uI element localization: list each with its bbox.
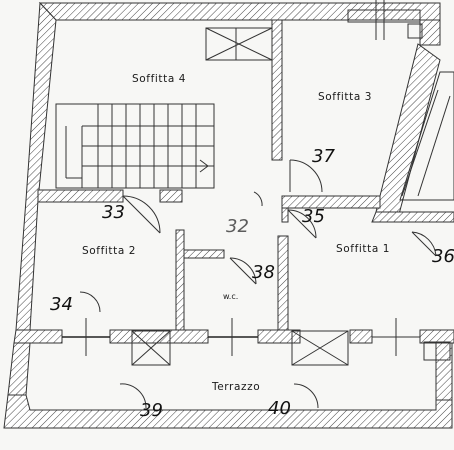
wall-right-top <box>419 19 441 46</box>
photo-point-35: 35 <box>302 206 325 227</box>
top-right-window <box>347 0 423 40</box>
wall-soffitta3-bottom <box>281 195 381 209</box>
photo-point-40: 40 <box>268 398 291 419</box>
label-soffitta-1: Soffitta 1 <box>336 243 390 255</box>
top-window-frame <box>205 27 273 61</box>
wall-attic-bottom-far <box>349 329 373 344</box>
window-soffitta2 <box>131 330 171 366</box>
viewpoint-marks <box>79 291 319 409</box>
wall-stairs-bottom <box>159 189 183 203</box>
bottom-windows <box>62 318 451 366</box>
wall-attic-bottom-left <box>13 329 63 344</box>
wall-right-lower <box>371 211 454 223</box>
window-right-small <box>423 341 451 361</box>
wall-soffitta4-bottom <box>37 189 124 203</box>
staircase <box>55 103 215 189</box>
photo-point-34: 34 <box>50 294 73 315</box>
photo-point-37: 37 <box>312 146 335 167</box>
label-soffitta-4: Soffitta 4 <box>132 73 186 85</box>
wall-wc-right <box>277 235 289 331</box>
label-soffitta-2: Soffitta 2 <box>82 245 136 257</box>
label-terrazzo: Terrazzo <box>211 381 260 393</box>
right-diagonal-window <box>399 71 454 201</box>
doors <box>122 159 437 285</box>
top-window <box>205 27 273 61</box>
label-wc: w.c. <box>223 292 238 301</box>
wall-soffitta4-3 <box>271 19 283 161</box>
wall-attic-bottom-end <box>419 329 454 344</box>
outer-walls <box>3 1 454 429</box>
photo-point-38: 38 <box>252 262 275 283</box>
wall-corridor-right <box>281 207 289 223</box>
photo-point-32: 32 <box>226 216 249 237</box>
photo-point-33: 33 <box>102 202 125 223</box>
photo-point-36: 36 <box>432 246 454 267</box>
wall-wc-top <box>183 249 225 259</box>
window-soffitta1 <box>291 330 349 366</box>
wall-top <box>38 2 441 21</box>
wall-terrace-bottom <box>3 394 453 429</box>
label-soffitta-3: Soffitta 3 <box>318 91 372 103</box>
wall-soffitta2-right <box>175 229 185 331</box>
photo-point-39: 39 <box>140 400 163 421</box>
